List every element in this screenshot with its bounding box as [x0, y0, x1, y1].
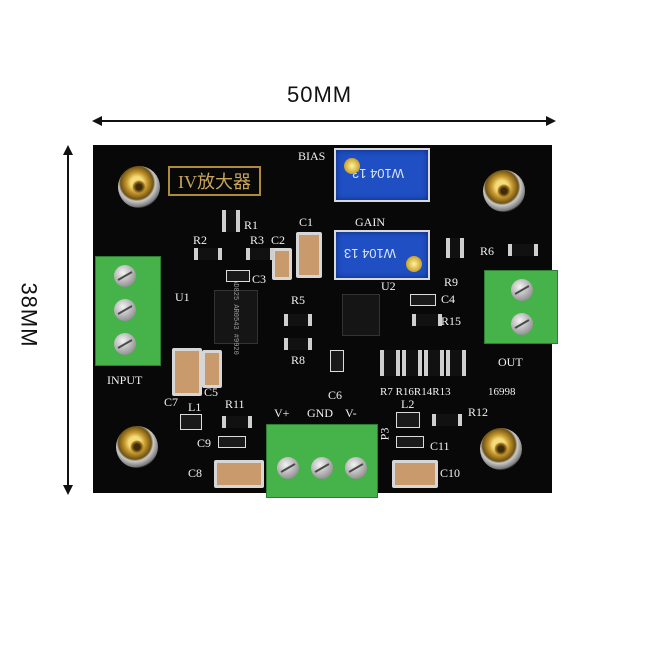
capacitor-c9 [218, 436, 246, 448]
vplus-label: V+ [274, 406, 290, 420]
resistor-r16 [402, 350, 422, 376]
capacitor-c7 [172, 348, 202, 396]
out-label: OUT [498, 355, 523, 369]
resistor-r9 [446, 238, 464, 258]
capacitor-c4 [410, 294, 436, 306]
resistor-r12 [432, 414, 462, 426]
c9-label: C9 [197, 436, 212, 450]
bias-pot-screw [344, 158, 360, 174]
serial-number-label: 16998 [488, 386, 516, 398]
height-dimension-arrow [63, 145, 73, 495]
c6-label: C6 [328, 388, 343, 402]
vminus-label: V- [345, 406, 357, 420]
u2-label: U2 [381, 279, 396, 293]
resistor-r11 [222, 416, 252, 428]
board-logo: IV放大器 [168, 166, 261, 196]
capacitor-c10 [392, 460, 438, 488]
u2-chip [342, 294, 380, 336]
gain-pot-marking: W104 13 [344, 246, 397, 261]
r11-label: R11 [225, 397, 245, 411]
input-screw-3 [114, 333, 136, 355]
resistor-r8 [284, 338, 312, 350]
r2-label: R2 [193, 233, 208, 247]
resistor-r13 [446, 350, 466, 376]
width-dimension-arrow [92, 116, 556, 126]
resistor-r14 [424, 350, 444, 376]
c11-label: C11 [430, 439, 450, 453]
c2-label: C2 [271, 233, 286, 247]
u1-label: U1 [175, 290, 190, 304]
r15-label: R15 [441, 314, 462, 328]
input-label: INPUT [107, 373, 143, 387]
resistor-r15 [412, 314, 442, 326]
bias-pot-marking: W104 13 [352, 166, 405, 181]
resistor-r7 [380, 350, 400, 376]
resistor-r6 [508, 244, 538, 256]
capacitor-c5 [202, 350, 222, 388]
power-screw-gnd [311, 457, 333, 479]
gain-pot-screw [406, 256, 422, 272]
power-terminal-block [266, 424, 378, 498]
gain-label: GAIN [355, 215, 385, 229]
resistor-r5 [284, 314, 312, 326]
c3-label: C3 [252, 272, 267, 286]
power-screw-vplus [277, 457, 299, 479]
height-dimension-label: 38MM [16, 282, 42, 348]
bias-potentiometer: W104 13 [334, 148, 430, 202]
c7-label: C7 [164, 395, 179, 409]
c1-label: C1 [299, 215, 314, 229]
r6-label: R6 [480, 244, 495, 258]
gnd-label: GND [307, 406, 333, 420]
r12-label: R12 [468, 405, 489, 419]
c8-label: C8 [188, 466, 203, 480]
c4-label: C4 [441, 292, 456, 306]
resistor-r3 [246, 248, 274, 260]
capacitor-c2 [272, 248, 292, 280]
input-screw-1 [114, 265, 136, 287]
mounting-hole-bottom-right [480, 428, 522, 470]
output-screw-1 [511, 279, 533, 301]
u1-chip-marking: AD825 AR0543 #9920 [230, 279, 239, 355]
capacitor-c1 [296, 232, 322, 278]
capacitor-c8 [214, 460, 264, 488]
input-screw-2 [114, 299, 136, 321]
power-screw-vminus [345, 457, 367, 479]
width-dimension-label: 50MM [287, 82, 353, 107]
capacitor-c11 [396, 436, 424, 448]
r8-label: R8 [291, 353, 306, 367]
r1-label: R1 [244, 218, 259, 232]
input-terminal-block [95, 256, 161, 366]
output-terminal-block [484, 270, 558, 344]
resistor-r1 [222, 210, 240, 232]
output-screw-2 [511, 313, 533, 335]
mounting-hole-bottom-left [116, 426, 158, 468]
bias-label: BIAS [298, 149, 326, 163]
capacitor-c6 [330, 350, 344, 372]
r5-label: R5 [291, 293, 306, 307]
capacitor-c3 [226, 270, 250, 282]
r9-label: R9 [444, 275, 459, 289]
inductor-l1 [180, 414, 202, 430]
p3-label: P3 [377, 427, 392, 441]
c5-label: C5 [204, 385, 219, 399]
resistor-r2 [194, 248, 222, 260]
mounting-hole-top-right [483, 170, 525, 212]
u1-chip: AD825 AR0543 #9920 [214, 279, 258, 355]
mounting-hole-top-left [118, 166, 160, 208]
gain-potentiometer: W104 13 [334, 230, 430, 280]
r3-label: R3 [250, 233, 265, 247]
r7-r16-r14-r13-label: R7 R16R14R13 [380, 386, 451, 398]
l2-label: L2 [401, 397, 415, 411]
l1-label: L1 [188, 400, 202, 414]
inductor-l2 [396, 412, 420, 428]
c10-label: C10 [440, 466, 461, 480]
